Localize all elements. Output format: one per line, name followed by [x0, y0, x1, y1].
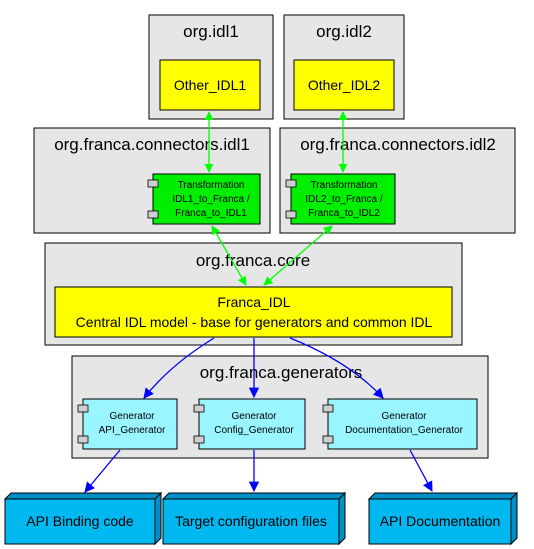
edge-franca-idl-documentation-generator: [289, 337, 384, 399]
node-generator-api: Generator API_Generator: [77, 398, 178, 450]
node-label: Other_IDL2: [308, 77, 381, 93]
node-other-idl1: Other_IDL1: [159, 59, 261, 111]
node-label: Generator: [231, 411, 277, 422]
output-label: Target configuration files: [175, 513, 327, 529]
output-api-documentation: API Documentation: [367, 491, 519, 546]
node-label: Franca_to_IDL2: [308, 208, 380, 219]
node-label: Generator: [381, 411, 427, 422]
node-label: IDL1_to_Franca /: [172, 194, 249, 205]
node-label: API_Generator: [99, 425, 166, 436]
edge-transformation2-franca-idl: [263, 225, 333, 286]
node-franca-idl: Franca_IDL Central IDL model - base for …: [54, 286, 453, 338]
package-title: org.franca.connectors.idl1: [54, 135, 250, 154]
package-title: org.idl1: [183, 22, 239, 41]
node-label: Franca_to_IDL1: [175, 208, 247, 219]
package-title: org.franca.generators: [200, 363, 363, 382]
output-label: API Binding code: [26, 513, 134, 529]
edge-doc-generator-documentation: [409, 449, 433, 492]
node-label: Franca_IDL: [217, 294, 290, 310]
node-label: Documentation_Generator: [345, 425, 464, 436]
output-api-binding-code: API Binding code: [3, 491, 163, 546]
edge-transformation1-franca-idl: [211, 225, 247, 286]
node-other-idl2: Other_IDL2: [293, 59, 395, 111]
node-label: Other_IDL1: [174, 77, 247, 93]
node-generator-config: Generator Config_Generator: [193, 398, 306, 450]
node-label: IDL2_to_Franca /: [305, 194, 382, 205]
node-transformation-idl2: Transformation IDL2_to_Franca / Franca_t…: [285, 173, 396, 225]
node-transformation-idl1: Transformation IDL1_to_Franca / Franca_t…: [147, 173, 261, 225]
node-label: Transformation: [178, 180, 245, 191]
package-title: org.idl2: [316, 22, 372, 41]
output-target-configuration-files: Target configuration files: [161, 491, 347, 546]
node-label: Transformation: [311, 180, 378, 191]
package-title: org.franca.connectors.idl2: [300, 135, 496, 154]
node-label: Config_Generator: [214, 425, 294, 436]
node-label: Generator: [109, 411, 155, 422]
edge-franca-idl-api-generator: [143, 337, 215, 399]
node-generator-documentation: Generator Documentation_Generator: [322, 398, 478, 450]
node-label: Central IDL model - base for generators …: [76, 314, 433, 330]
output-label: API Documentation: [380, 513, 501, 529]
edge-api-generator-binding: [84, 449, 121, 493]
